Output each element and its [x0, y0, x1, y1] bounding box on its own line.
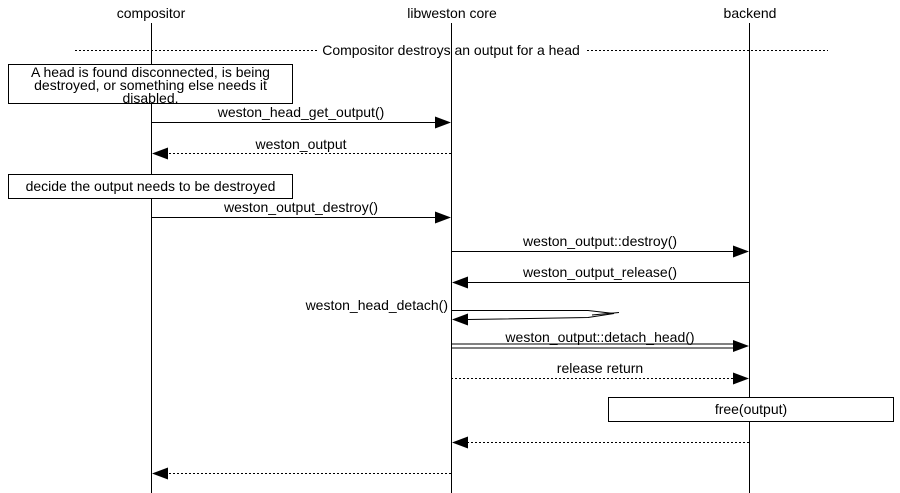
label-weston-output-destroy: weston_output_destroy() — [223, 199, 379, 215]
actor-libweston-core: libweston core — [407, 5, 497, 21]
divider-label: Compositor destroys an output for a head — [317, 42, 585, 58]
arrow-return-backend-to-core — [452, 436, 749, 449]
note-free-output: free(output) — [608, 397, 894, 422]
note-line: disabled. — [122, 90, 179, 106]
label-release-return: release return — [556, 360, 644, 376]
note-decide-destroy: decide the output needs to be destroyed — [8, 174, 293, 199]
arrow-return-core-to-compositor — [152, 467, 451, 480]
note-line: destroyed, or something else needs it — [34, 77, 267, 93]
label-weston-head-detach: weston_head_detach() — [305, 297, 448, 313]
label-weston-head-get-output: weston_head_get_output() — [217, 104, 385, 120]
label-weston-output-detach-head: weston_output::detach_head() — [505, 329, 695, 345]
label-weston-output-destroy-vfunc: weston_output::destroy() — [522, 233, 678, 249]
actor-compositor: compositor — [116, 5, 186, 21]
actor-backend: backend — [723, 5, 777, 21]
label-weston-output-return: weston_output — [255, 136, 347, 152]
arrow-weston-head-detach-self — [452, 310, 620, 326]
note-head-disconnected: A head is found disconnected, is being d… — [8, 64, 293, 106]
label-weston-output-release: weston_output_release() — [522, 264, 678, 280]
note-line: A head is found disconnected, is being — [31, 64, 270, 80]
